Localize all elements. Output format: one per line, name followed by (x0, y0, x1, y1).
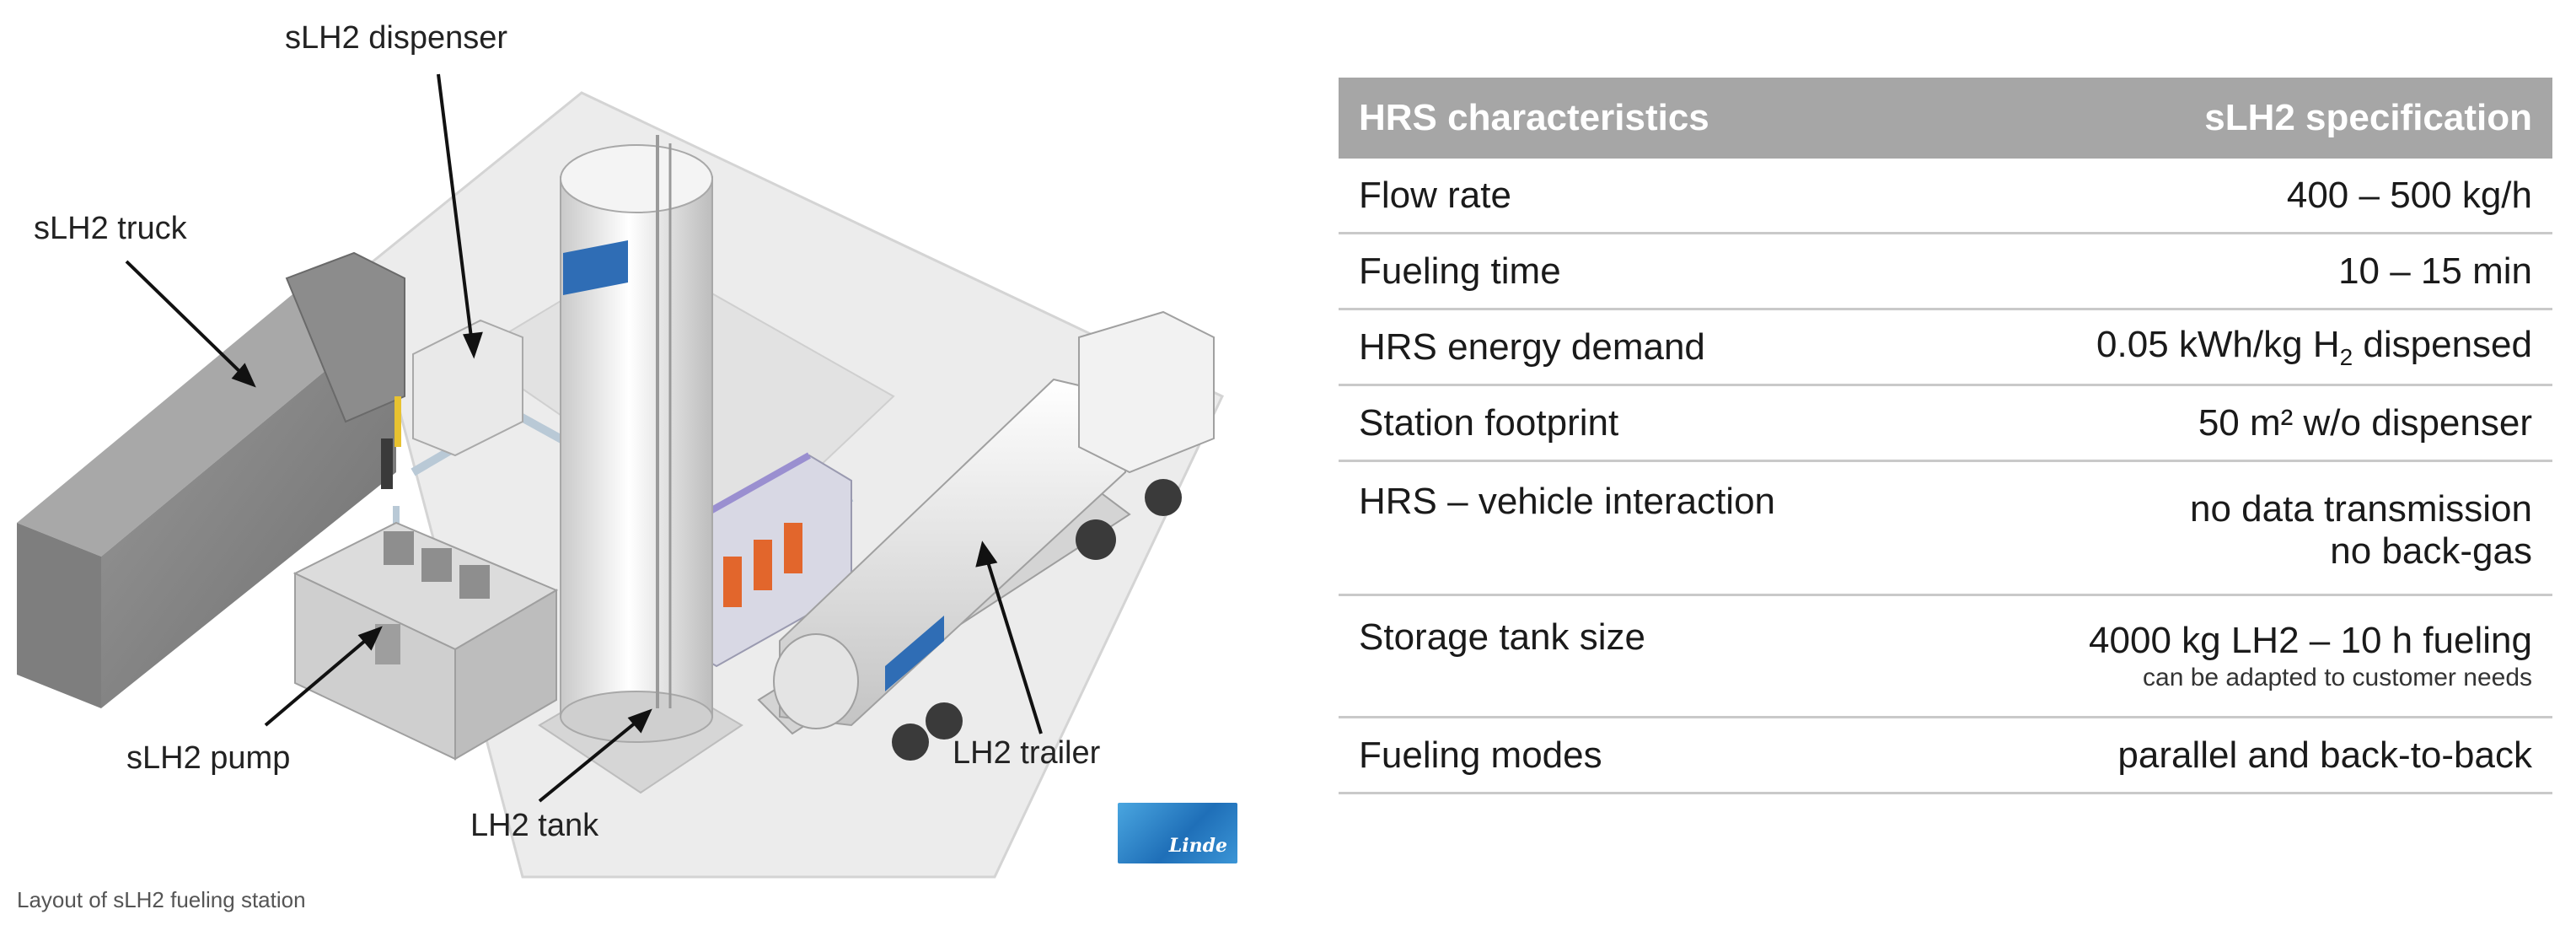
row-label: HRS energy demand (1339, 309, 1929, 386)
tractor-wheel (1076, 519, 1116, 560)
trailer-wheel (892, 724, 929, 761)
chiller-panel (723, 557, 742, 607)
row-label: Fueling time (1339, 233, 1929, 310)
callout-dispenser-label: sLH2 dispenser (285, 20, 508, 56)
row-value: parallel and back-to-back (1928, 717, 2552, 794)
callout-pump-label: sLH2 pump (126, 740, 291, 776)
row-label: Flow rate (1339, 159, 1929, 234)
row-value: 10 – 15 min (1928, 233, 2552, 310)
header-slh2-specification: sLH2 specification (1928, 78, 2552, 159)
truck-cab (285, 251, 405, 423)
pump-fan (459, 565, 490, 599)
interaction-value-line1: no data transmission (2190, 488, 2532, 530)
row-value: 0.05 kWh/kg H2 dispensed (1928, 309, 2552, 386)
truck-trailer-top (17, 278, 396, 557)
chiller-panel (754, 540, 772, 590)
table-row: Fueling modes parallel and back-to-back (1339, 717, 2552, 794)
trailer-logo (885, 616, 944, 691)
tractor-wheel (1145, 479, 1182, 516)
table-header-row: HRS characteristics sLH2 specification (1339, 78, 2552, 159)
energy-value-subscript: 2 (2339, 343, 2353, 370)
callout-arrows (125, 73, 1043, 803)
station-layout-illustration (17, 73, 1224, 879)
dispenser-body (412, 319, 523, 457)
figure-caption: Layout of sLH2 fueling station (17, 887, 306, 912)
truck-trailer-front (101, 312, 396, 708)
pump-container-side (454, 589, 557, 761)
row-value: 400 – 500 kg/h (1928, 159, 2552, 234)
callout-tank-label: LH2 tank (470, 808, 599, 843)
row-value: 50 m² w/o dispenser (1928, 385, 2552, 462)
dispenser-nozzle (394, 396, 401, 447)
tank-top-dome (560, 144, 713, 213)
interaction-value-line2: no back-gas (2330, 530, 2532, 572)
storage-value: 4000 kg LH2 – 10 h fueling (2089, 620, 2532, 661)
tank-logo-band (563, 240, 628, 295)
station-layout-figure: sLH2 dispenser sLH2 truck sLH2 pump LH2 … (0, 0, 1281, 936)
table-row: HRS energy demand 0.05 kWh/kg H2 dispens… (1339, 309, 2552, 386)
energy-value-main: 0.05 kWh/kg H (2096, 323, 2340, 365)
linde-logo: Linde (1118, 803, 1237, 863)
table-row: HRS – vehicle interaction no data transm… (1339, 460, 2552, 596)
spec-table: HRS characteristics sLH2 specification F… (1339, 78, 2552, 794)
chiller-panel (784, 523, 802, 573)
table-row: Storage tank size 4000 kg LH2 – 10 h fue… (1339, 594, 2552, 718)
table-row: Flow rate 400 – 500 kg/h (1339, 159, 2552, 234)
callout-trailer-label: LH2 trailer (953, 735, 1101, 771)
operator-figure (381, 438, 393, 489)
truck-trailer-side (17, 523, 101, 708)
row-label: Storage tank size (1339, 594, 1929, 718)
trailer-tractor-cab (1078, 310, 1215, 474)
row-value: 4000 kg LH2 – 10 h fueling can be adapte… (1928, 594, 2552, 718)
trailer-vessel (779, 378, 1126, 727)
storage-note: can be adapted to customer needs (2143, 664, 2532, 691)
table-row: Fueling time 10 – 15 min (1339, 233, 2552, 310)
callout-truck-label: sLH2 truck (34, 211, 187, 246)
row-label: Fueling modes (1339, 717, 1929, 794)
pump-fan (384, 531, 414, 565)
row-label: HRS – vehicle interaction (1339, 460, 1929, 596)
row-label: Station footprint (1339, 385, 1929, 462)
row-value: no data transmission no back-gas (1928, 460, 2552, 596)
energy-value-tail: dispensed (2353, 323, 2532, 365)
trailer-wheel (926, 702, 963, 740)
trailer-vessel-end (773, 633, 859, 729)
pump-fan (421, 548, 452, 582)
header-hrs-characteristics: HRS characteristics (1339, 78, 1929, 159)
table-row: Station footprint 50 m² w/o dispenser (1339, 385, 2552, 462)
